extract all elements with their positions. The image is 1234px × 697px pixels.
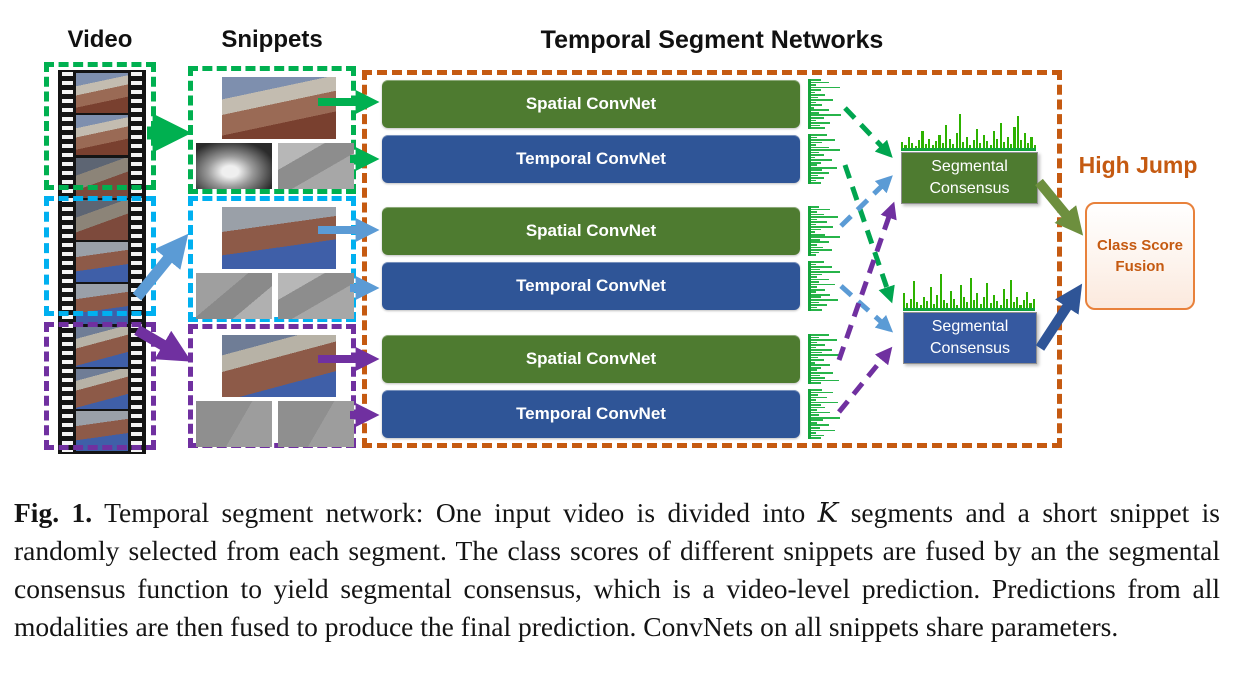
film-strip	[58, 70, 146, 454]
snippets-column-label: Snippets	[221, 26, 323, 53]
snippet-optical-flow-y	[278, 273, 354, 319]
film-sprocket-holes-left	[62, 72, 73, 452]
snippet-optical-flow-x	[196, 401, 272, 447]
snippet-optical-flow-y	[278, 143, 354, 189]
caption-text-after-k: segments and a short snippet is randomly…	[14, 497, 1221, 642]
score-histogram-temporal-1	[808, 134, 843, 184]
tsn-architecture-diagram: Video Snippets Temporal Segment Networks	[44, 26, 1198, 454]
caption-math-k: K	[817, 497, 839, 529]
score-histogram-spatial-3	[808, 334, 843, 384]
snippet-group-1	[188, 66, 356, 194]
consensus-label-line1: Segmental	[931, 158, 1008, 175]
video-frame	[76, 242, 128, 282]
video-frame	[76, 411, 128, 451]
snippet-group-2	[188, 196, 356, 322]
spatial-convnet-3-box: Spatial ConvNet	[382, 335, 800, 383]
tsn-title-label: Temporal Segment Networks	[540, 26, 884, 54]
video-frame	[76, 326, 128, 367]
video-frame	[76, 157, 128, 198]
score-histogram-spatial-1	[808, 79, 843, 129]
consensus-label-line2: Consensus	[929, 180, 1010, 197]
snippet-optical-flow-x	[196, 143, 272, 189]
spatial-convnet-1-box: Spatial ConvNet	[382, 80, 800, 128]
tsn-boundary-box	[362, 70, 1062, 448]
score-histogram-temporal-2	[808, 261, 843, 311]
fusion-label-line2: Fusion	[1115, 258, 1165, 275]
segment-3-box	[44, 322, 156, 450]
spatial-convnet-2-box: Spatial ConvNet	[382, 207, 800, 255]
figure-caption: Fig. 1. Temporal segment network: One in…	[14, 494, 1220, 646]
temporal-convnet-2-box: Temporal ConvNet	[382, 262, 800, 310]
fusion-label-line1: Class Score	[1097, 237, 1183, 254]
snippet-rgb-frame	[222, 77, 336, 139]
video-frame	[76, 368, 128, 409]
snippet-rgb-frame	[222, 335, 336, 397]
video-frame	[76, 115, 128, 156]
score-histogram-spatial-2	[808, 206, 843, 256]
consensus-histogram-spatial	[901, 110, 1036, 151]
video-frame	[76, 73, 128, 113]
consensus-label-line1: Segmental	[931, 318, 1009, 335]
snippet-group-3	[188, 324, 356, 448]
consensus-label-line2: Consensus	[929, 340, 1011, 357]
segmental-consensus-temporal-box: Segmental Consensus	[903, 312, 1037, 364]
caption-text-before-k: Temporal segment network: One input vide…	[104, 497, 806, 528]
snippet-optical-flow-x	[196, 273, 272, 319]
segmental-consensus-spatial-box: Segmental Consensus	[901, 152, 1038, 204]
temporal-convnet-3-box: Temporal ConvNet	[382, 390, 800, 438]
caption-fig-label: Fig. 1.	[14, 497, 93, 528]
video-frame	[76, 199, 128, 240]
snippet-optical-flow-y	[278, 401, 354, 447]
consensus-histogram-temporal	[903, 270, 1035, 311]
video-frame	[76, 284, 128, 325]
segment-2-box	[44, 196, 156, 316]
temporal-convnet-1-box: Temporal ConvNet	[382, 135, 800, 183]
film-frames	[76, 73, 128, 451]
snippet-rgb-frame	[222, 207, 336, 269]
video-column-label: Video	[67, 26, 133, 53]
predicted-class-label: High Jump	[1078, 152, 1198, 178]
segment-1-box	[44, 62, 156, 190]
class-score-fusion-box: Class Score Fusion	[1085, 202, 1195, 310]
score-histogram-temporal-3	[808, 389, 843, 439]
